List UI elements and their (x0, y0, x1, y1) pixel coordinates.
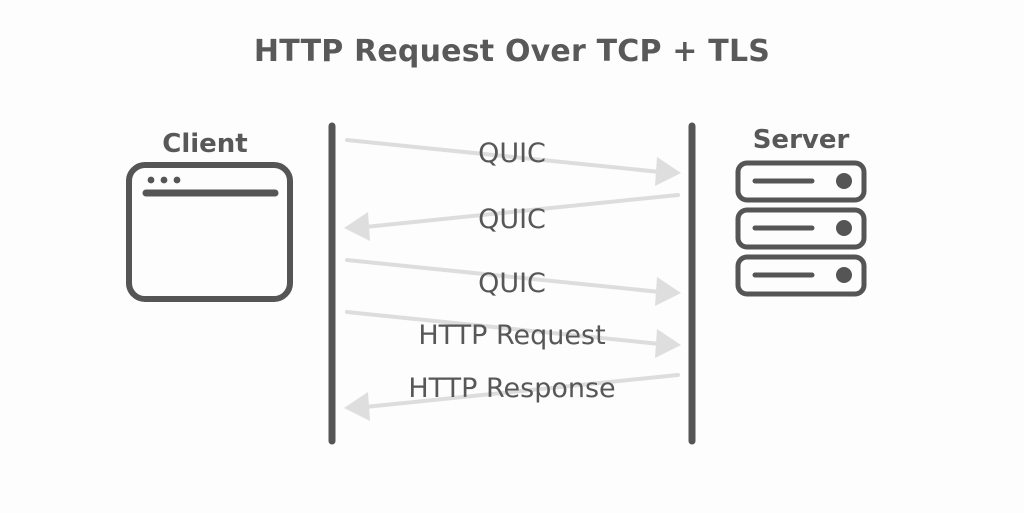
page-title: HTTP Request Over TCP + TLS (254, 34, 770, 69)
message-label-2: QUIC (478, 204, 546, 235)
message-label-4: HTTP Request (418, 320, 605, 351)
server-rack-unit-3 (735, 254, 867, 297)
message-label-1: QUIC (478, 138, 546, 169)
server-rack-icon (735, 160, 867, 297)
window-dot-1 (147, 176, 155, 184)
server-rack-unit-2 (735, 207, 867, 250)
window-dot-3 (173, 176, 181, 184)
message-arrow-2 (344, 193, 680, 241)
message-arrow-1 (345, 138, 681, 186)
message-arrow-3 (345, 258, 681, 306)
browser-window-icon (126, 162, 293, 302)
server-label: Server (753, 125, 850, 155)
message-label-3: QUIC (478, 268, 546, 299)
message-arrow-4 (345, 310, 681, 358)
server-rack-unit-1 (735, 160, 867, 203)
message-label-5: HTTP Response (408, 373, 615, 404)
window-dot-2 (160, 176, 168, 184)
client-label: Client (162, 129, 247, 159)
message-arrow-5 (344, 373, 680, 421)
